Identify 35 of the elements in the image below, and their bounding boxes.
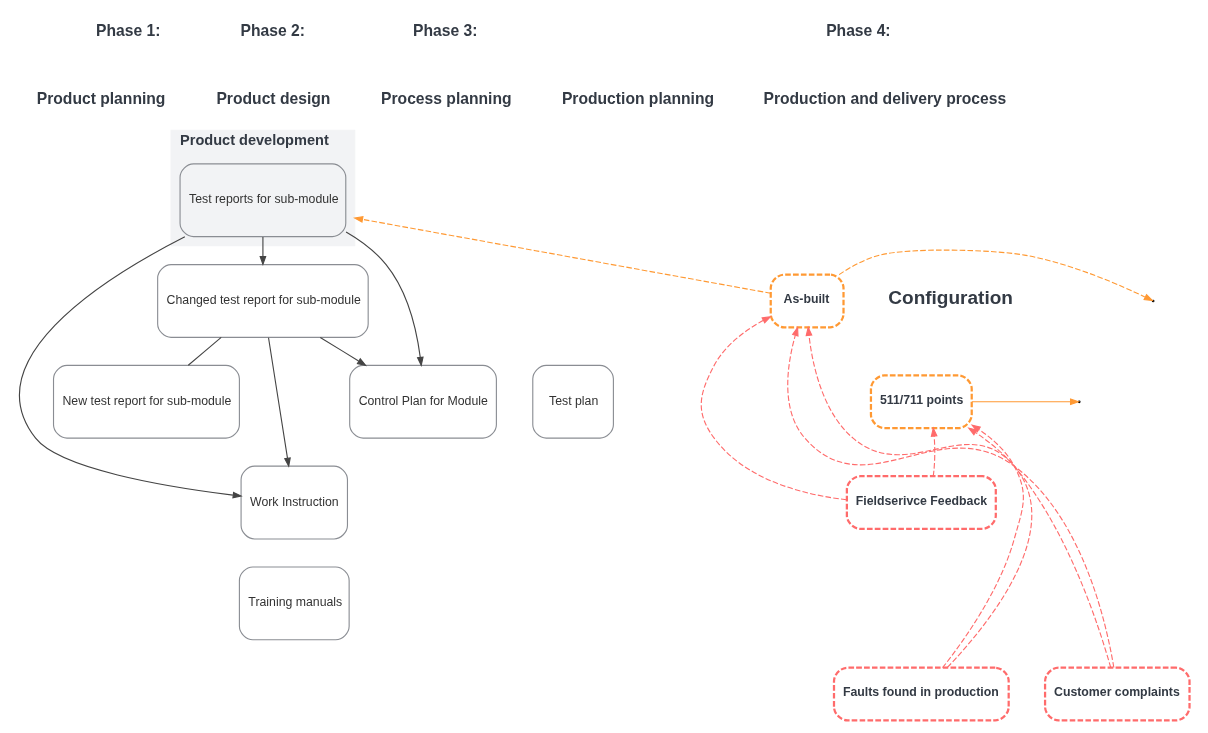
label: Product planning (36, 90, 165, 108)
connector (187, 336, 222, 366)
arrow (319, 336, 367, 367)
label: Process planning (380, 90, 512, 108)
arrow (345, 231, 424, 367)
arrow (930, 426, 938, 477)
node-box: Work Instruction (240, 465, 348, 540)
node-box: New test report for sub-module (52, 364, 240, 439)
arrow (786, 326, 1114, 669)
node-box: Fieldserivce Feedback (845, 475, 997, 530)
label: Phase 2: (240, 21, 305, 39)
arrow (18, 236, 243, 499)
label: Production and delivery process (762, 90, 1006, 108)
node-box: Changed test report for sub-module (156, 264, 369, 338)
node-box: Test plan (531, 364, 614, 439)
node-box: 511/711 points (869, 374, 973, 430)
node-box: Training manuals (238, 566, 350, 641)
node-box: Test reports for sub-module (179, 163, 346, 238)
label: Phase 1: (95, 21, 160, 39)
arrow (258, 236, 266, 267)
label: Phase 3: (412, 21, 477, 39)
arrow (352, 215, 771, 294)
label: Phase 4: (825, 21, 891, 39)
node-box: Control Plan for Module (348, 364, 497, 439)
arrow (805, 325, 1032, 668)
arrow (700, 315, 847, 501)
label: Product design (215, 90, 330, 108)
arrow (966, 427, 1111, 669)
node-box: As-built (769, 273, 845, 329)
node-box: Faults found in production (832, 666, 1010, 722)
arrow (941, 424, 1024, 669)
label: Production planning (561, 90, 714, 108)
node-box: Customer complaints (1043, 666, 1191, 722)
label: Configuration (887, 287, 1013, 309)
arrow (267, 337, 291, 468)
